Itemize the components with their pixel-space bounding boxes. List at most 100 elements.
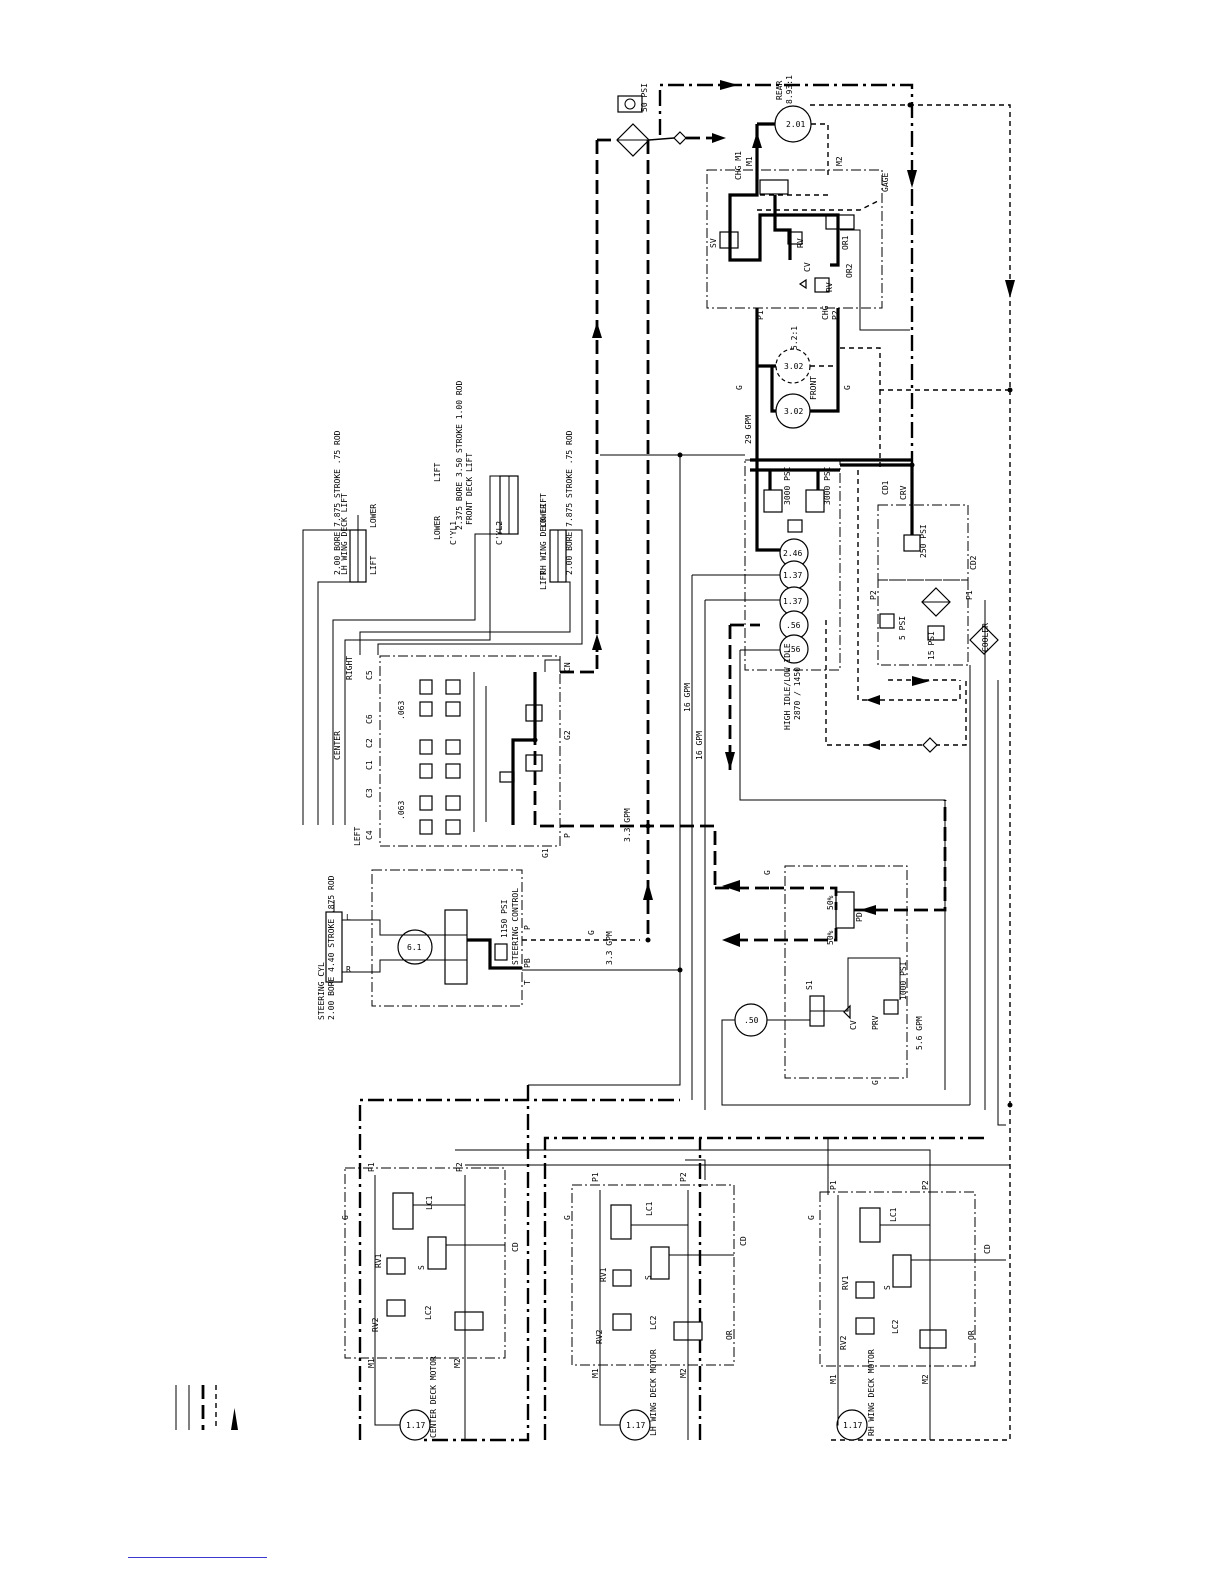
svg-text:RV1: RV1 [374, 1253, 383, 1268]
svg-text:RH WING DECK MOTOR: RH WING DECK MOTOR [867, 1349, 876, 1436]
svg-text:LIFT: LIFT [369, 556, 378, 575]
svg-text:3.02: 3.02 [784, 362, 803, 371]
svg-text:S1: S1 [805, 980, 814, 990]
svg-text:3000 PSI: 3000 PSI [823, 466, 832, 505]
svg-text:M1: M1 [591, 1368, 600, 1378]
svg-text:STEERING CONTROL: STEERING CONTROL [511, 888, 520, 965]
svg-text:RH WING DECK LIFT: RH WING DECK LIFT [539, 493, 548, 575]
svg-text:T: T [523, 980, 532, 985]
svg-text:LEFT: LEFT [353, 827, 362, 846]
svg-text:RV1: RV1 [599, 1267, 608, 1282]
svg-text:16 GPM: 16 GPM [695, 731, 704, 760]
flow-arrow-icon [231, 1408, 238, 1430]
svg-text:5.6 GPM: 5.6 GPM [915, 1016, 924, 1050]
svg-text:PD: PD [855, 912, 864, 922]
svg-text:1.37: 1.37 [783, 597, 802, 606]
svg-text:G: G [587, 930, 596, 935]
rh-wing-deck-lift: RH WING DECK LIFT 2.00 BORE 7.875 STROKE… [539, 430, 574, 590]
rear-motor-label: REAR [775, 81, 784, 100]
flow-divider-block: 50% 50% PD .50 S1 CV PRV 1000 PSI 5.6 GP… [734, 865, 924, 1085]
svg-text:.063: .063 [397, 801, 406, 820]
svg-text:CD: CD [983, 1244, 992, 1254]
svg-text:OR2: OR2 [845, 263, 854, 278]
footer-rule [128, 1557, 267, 1558]
svg-text:P1: P1 [965, 590, 974, 600]
svg-text:6.1: 6.1 [407, 943, 422, 952]
svg-text:16 GPM: 16 GPM [683, 683, 692, 712]
svg-text:P1: P1 [591, 1172, 600, 1182]
svg-text:RIGHT: RIGHT [345, 656, 354, 680]
svg-text:15 PSI: 15 PSI [927, 631, 936, 660]
svg-text:PRV: PRV [871, 1015, 880, 1030]
svg-text:1000 PSI: 1000 PSI [899, 961, 908, 1000]
svg-text:CRV: CRV [899, 485, 908, 500]
front-motor-group: 3.02 3.02 FRONT 5.2:1 29 GPM G G [735, 326, 852, 444]
svg-text:2870 / 1450: 2870 / 1450 [793, 667, 802, 720]
svg-text:LC2: LC2 [424, 1305, 433, 1320]
svg-text:LC2: LC2 [891, 1319, 900, 1334]
svg-text:M1: M1 [829, 1374, 838, 1384]
lh-wing-deck-lift: LH WING DECK LIFT 2.00 BORE 7.875 STROKE… [333, 430, 378, 583]
svg-text:50%: 50% [826, 895, 835, 910]
center-deck-motor-valve: LC1 LC2 RV1 RV2 S P1 P2 M1 M2 CD G 1.17 … [341, 1162, 520, 1441]
svg-text:G1: G1 [541, 848, 550, 858]
svg-text:P2: P2 [921, 1180, 930, 1190]
svg-text:LOWER: LOWER [369, 504, 378, 528]
svg-text:5.2:1: 5.2:1 [790, 326, 799, 350]
svg-text:S: S [883, 1285, 892, 1290]
svg-text:RV: RV [825, 282, 834, 292]
svg-text:P1: P1 [367, 1162, 376, 1172]
svg-text:CHG M1: CHG M1 [734, 151, 743, 180]
svg-text:CD: CD [511, 1242, 520, 1252]
svg-text:S: S [644, 1275, 653, 1280]
svg-text:STEERING CYL: STEERING CYL [317, 962, 326, 1020]
svg-text:1.37: 1.37 [783, 571, 802, 580]
steering-control-unit: 6.1 STEERING CONTROL 1150 PSI PB T P [371, 869, 532, 1007]
svg-text:P: P [523, 925, 532, 930]
svg-text:1.17: 1.17 [406, 1421, 425, 1430]
svg-text:OR: OR [725, 1330, 734, 1340]
svg-text:P: P [563, 833, 572, 838]
svg-text:2.46: 2.46 [783, 549, 802, 558]
svg-text:CD1: CD1 [881, 480, 890, 495]
svg-text:M2: M2 [453, 1358, 462, 1368]
svg-text:5 PSI: 5 PSI [898, 616, 907, 640]
svg-text:LH WING DECK LIFT: LH WING DECK LIFT [340, 493, 349, 575]
svg-text:P2: P2 [831, 310, 840, 320]
steering-cylinder: STEERING CYL 2.00 BORE 4.40 STROKE .875 … [317, 875, 351, 1020]
junction-dots [532, 102, 1013, 1108]
svg-text:G: G [871, 1080, 880, 1085]
svg-text:29 GPM: 29 GPM [744, 415, 753, 444]
svg-text:50 PSI: 50 PSI [640, 83, 649, 112]
svg-text:G: G [341, 1215, 350, 1220]
svg-text:LC1: LC1 [889, 1207, 898, 1222]
svg-text:P2: P2 [455, 1162, 464, 1172]
svg-text:1.17: 1.17 [626, 1421, 645, 1430]
svg-text:R: R [346, 965, 351, 974]
charge-filter-block: 250 PSI CD1 CD2 CRV 5 PSI 15 PSI P2 P1 C… [869, 480, 999, 666]
svg-text:GAGE: GAGE [881, 173, 890, 192]
lift-control-valve: C5 C6 C2 C1 C3 C4 RIGHT CENTER LEFT .063… [333, 655, 632, 858]
svg-text:.063: .063 [397, 701, 406, 720]
svg-text:C5: C5 [365, 670, 374, 680]
svg-text:FRONT DECK LIFT: FRONT DECK LIFT [465, 453, 474, 525]
svg-text:OR1: OR1 [841, 235, 850, 250]
svg-text:M2: M2 [835, 156, 844, 166]
svg-text:250 PSI: 250 PSI [919, 524, 928, 558]
svg-text:CV: CV [803, 262, 812, 272]
svg-text:G: G [735, 385, 744, 390]
svg-text:S: S [417, 1265, 426, 1270]
svg-text:G: G [843, 385, 852, 390]
svg-text:.56: .56 [786, 645, 801, 654]
svg-text:3000 PSI: 3000 PSI [783, 466, 792, 505]
line-legend [175, 1385, 238, 1430]
svg-text:LOWER: LOWER [539, 504, 548, 528]
svg-text:M2: M2 [679, 1368, 688, 1378]
svg-text:1.17: 1.17 [843, 1421, 862, 1430]
svg-text:C1: C1 [365, 760, 374, 770]
svg-text:2.00 BORE 4.40 STROKE .875 ROD: 2.00 BORE 4.40 STROKE .875 ROD [327, 875, 336, 1020]
svg-text:.56: .56 [786, 621, 801, 630]
svg-text:LIFT: LIFT [539, 571, 548, 590]
svg-text:3.02: 3.02 [784, 407, 803, 416]
